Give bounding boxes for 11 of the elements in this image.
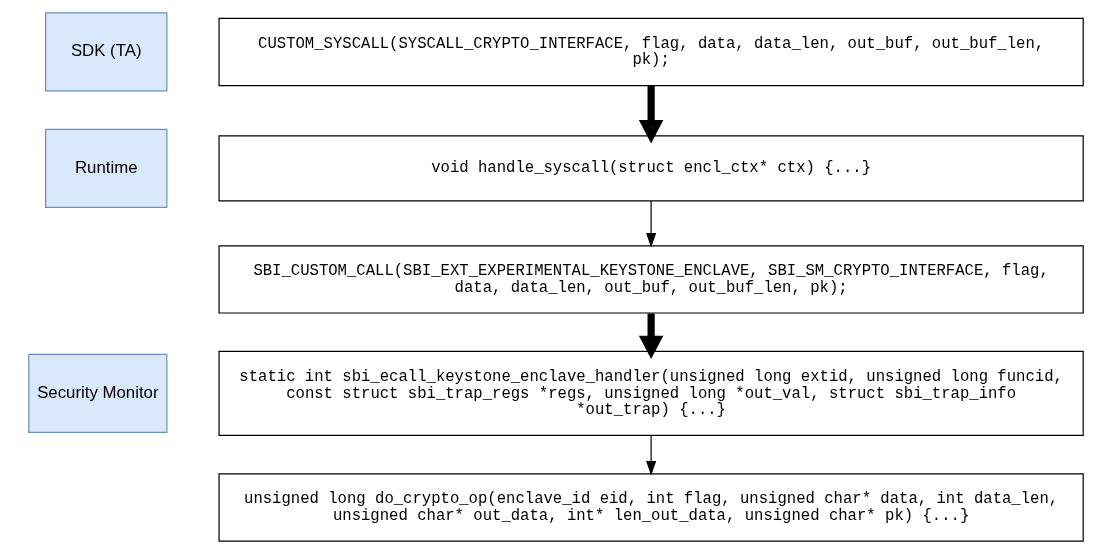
node-box: void handle_syscall(struct encl_ctx* ctx) {...} bbox=[218, 135, 1084, 202]
node-box: CUSTOM_SYSCALL(SYSCALL_CRYPTO_INTERFACE, flag, data, data_len, out_buf, out_buf_len, pk); bbox=[218, 17, 1084, 87]
arrow bbox=[646, 200, 657, 248]
arrow bbox=[638, 85, 664, 144]
node-box: Security Monitor bbox=[28, 353, 168, 434]
node-box: static int sbi_ecall_keystone_enclave_handler(unsigned long extid, unsigned long funcid, const struct sbi_trap_regs *regs, unsigned long *out_val, struct sbi_trap_info *out_trap) {...} bbox=[218, 350, 1084, 437]
node-box: SDK (TA) bbox=[45, 12, 168, 92]
node-box: Runtime bbox=[45, 128, 168, 208]
arrow bbox=[646, 434, 657, 476]
node-box: unsigned long do_crypto_op(enclave_id eid, int flag, unsigned char* data, int data_len, unsigned char* out_data, int* len_out_data, unsigned char* pk) {...} bbox=[218, 473, 1084, 542]
node-box: SBI_CUSTOM_CALL(SBI_EXT_EXPERIMENTAL_KEYSTONE_ENCLAVE, SBI_SM_CRYPTO_INTERFACE, flag, data, data_len, out_buf, out_buf_len, pk); bbox=[218, 245, 1084, 314]
